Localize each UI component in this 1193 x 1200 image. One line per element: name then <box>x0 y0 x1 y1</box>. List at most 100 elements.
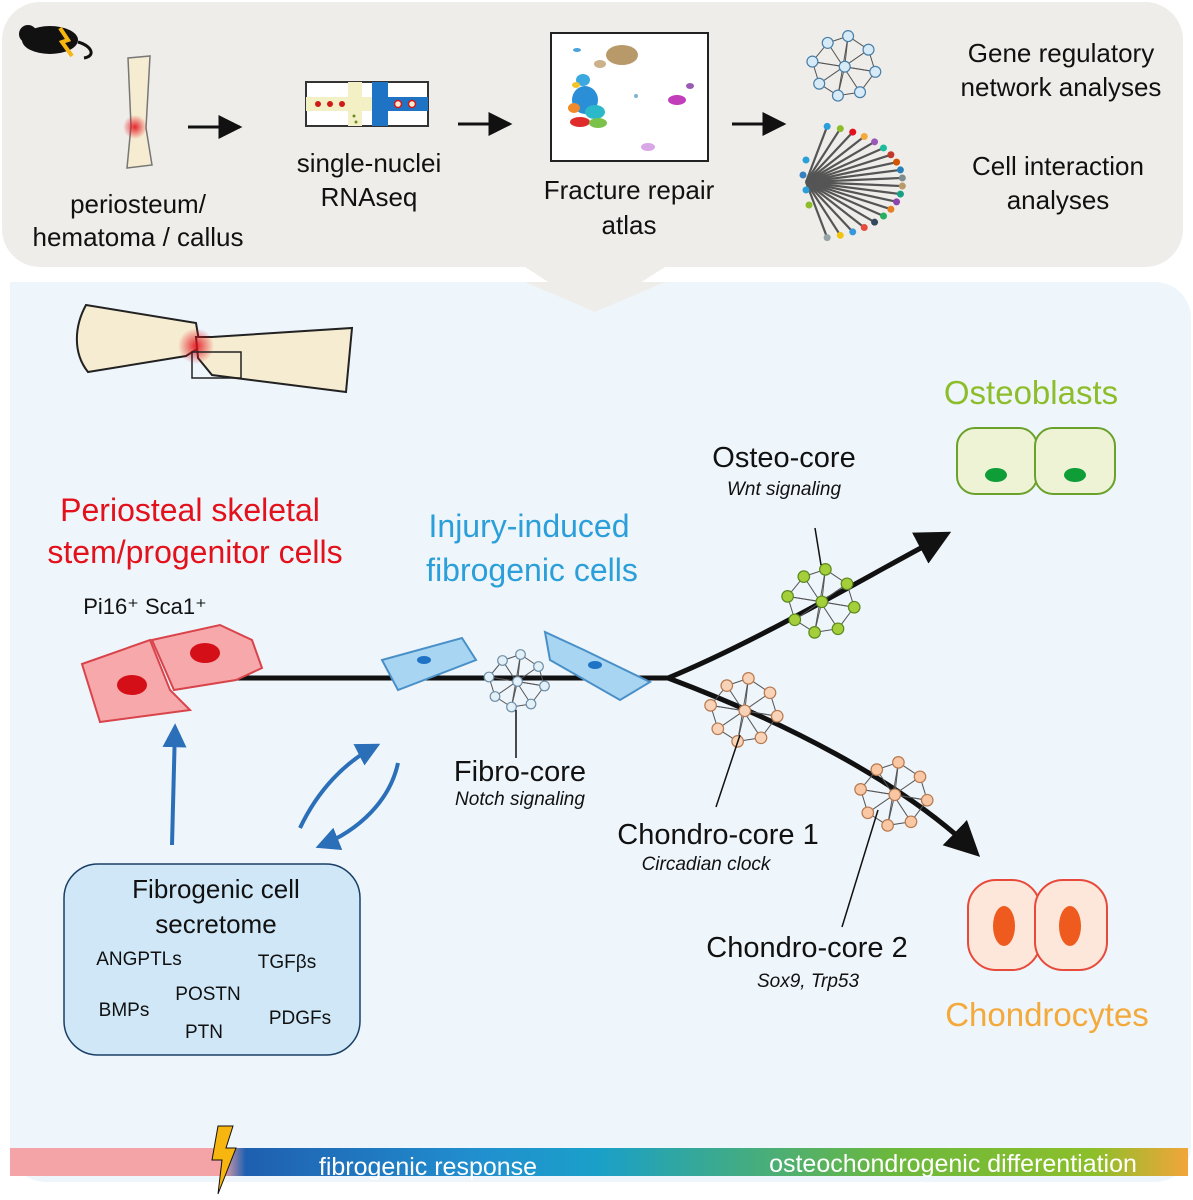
network-node <box>515 649 526 660</box>
factor-postn: POSTN <box>175 984 240 1005</box>
interaction-edge <box>805 176 903 184</box>
fibro-core-pathway: Notch signaling <box>455 789 585 810</box>
timeline-right-label: osteochondrogenic differentiation <box>769 1150 1137 1178</box>
step3-label-line1: Fracture repair <box>544 175 715 205</box>
network-node <box>806 55 819 68</box>
network-node <box>853 86 867 99</box>
network-node <box>788 613 802 627</box>
osteo-core-network <box>781 563 861 639</box>
interaction-edge <box>805 180 892 211</box>
network-node <box>813 77 826 90</box>
network-node <box>815 595 829 609</box>
network-node <box>797 570 811 583</box>
network-node <box>742 672 755 685</box>
network-node <box>842 30 855 43</box>
psspc-markers: Pi16⁺ Sca1⁺ <box>83 594 207 619</box>
secretome-to-fibro-arrow <box>298 743 381 829</box>
osteoblasts-title: Osteoblasts <box>944 374 1118 411</box>
interaction-node <box>887 151 895 159</box>
osteoblast-cells <box>956 427 1116 495</box>
interaction-node <box>871 138 879 146</box>
factor-tgfbs: TGFβs <box>258 952 316 973</box>
grn-label-line2: network analyses <box>961 72 1162 102</box>
interaction-edge <box>805 181 842 236</box>
interaction-node <box>823 234 831 242</box>
interaction-node <box>836 231 844 239</box>
network-node <box>861 806 875 820</box>
network-node <box>525 698 537 710</box>
network-node <box>840 577 854 591</box>
interaction-edge <box>805 180 903 188</box>
timeline-gradient <box>10 1148 1188 1176</box>
psspc-title-line1: Periosteal skeletal <box>60 492 320 528</box>
osteo-core-pointer <box>814 527 822 566</box>
fibro-core-name: Fibro-core <box>454 756 586 788</box>
interaction-edge <box>805 180 897 203</box>
interaction-hub-node <box>799 171 807 179</box>
chondro-core-1-name: Chondro-core 1 <box>617 819 819 851</box>
network-node <box>497 655 508 666</box>
fibrogenic-cells <box>380 630 653 702</box>
interaction-edge <box>805 135 865 183</box>
network-node <box>533 661 544 672</box>
interaction-node <box>898 182 906 190</box>
interaction-edge <box>805 153 892 184</box>
interaction-node <box>896 166 904 174</box>
network-node <box>881 819 894 832</box>
network-node <box>904 815 918 829</box>
interaction-node <box>860 132 868 140</box>
network-node <box>892 756 905 769</box>
factor-ptn: PTN <box>185 1022 223 1043</box>
network-node <box>711 722 725 736</box>
chondro-core-1-pathway: Circadian clock <box>642 854 772 875</box>
interaction-node <box>880 144 888 152</box>
interaction-node <box>849 228 857 236</box>
interaction-edge <box>805 181 876 224</box>
interaction-edge <box>805 181 854 233</box>
interaction-edge <box>805 180 884 218</box>
step2-label-line1: single-nuclei <box>297 148 442 178</box>
interaction-edge <box>805 146 884 184</box>
secretome-box: Fibrogenic cell secretome ANGPTLs TGFβs … <box>63 863 361 1056</box>
chondro-core-2-pathway: Sox9, Trp53 <box>757 971 860 992</box>
cia-label-line2: analyses <box>1007 185 1110 215</box>
network-icon <box>806 30 882 102</box>
network-node <box>512 676 523 687</box>
fractured-bone-icon <box>75 303 354 394</box>
interaction-node <box>871 218 879 226</box>
interaction-node <box>860 224 868 232</box>
step1-label-line1: periosteum/ <box>70 189 207 219</box>
interaction-edge <box>805 168 901 184</box>
tibia-bone-icon <box>123 55 153 169</box>
interaction-node <box>887 205 895 213</box>
network-node <box>854 783 867 796</box>
network-node <box>819 563 832 576</box>
network-node <box>720 679 734 692</box>
interaction-hub-node <box>802 186 810 194</box>
interaction-edge <box>804 125 829 183</box>
interaction-node <box>823 122 831 130</box>
osteo-core-pathway: Wnt signaling <box>727 479 841 500</box>
timeline-left-label: fibrogenic response <box>319 1153 537 1181</box>
interaction-edge <box>804 181 829 239</box>
factor-angptls: ANGPTLs <box>96 949 182 970</box>
secretome-title-line2: secretome <box>155 909 276 939</box>
network-node <box>483 671 495 683</box>
fibro-to-secretome-arrow <box>315 762 400 851</box>
network-node <box>869 65 882 78</box>
interaction-edge <box>805 181 865 229</box>
cia-label-line1: Cell interaction <box>972 151 1144 181</box>
step2-label-line2: RNAseq <box>321 182 418 212</box>
interaction-edge <box>805 180 901 196</box>
interaction-node <box>893 158 901 166</box>
network-node <box>539 680 550 692</box>
trajectory-chondro-branch <box>667 675 981 857</box>
injury-lightning-icon <box>211 1125 237 1195</box>
network-node <box>821 36 834 49</box>
workflow-panel: periosteum/ hematoma / callus single-nuc… <box>2 2 1183 312</box>
interaction-hub-node <box>805 201 813 209</box>
step1-label-line2: hematoma / callus <box>33 222 244 252</box>
chondro-core-2-network <box>854 756 934 832</box>
